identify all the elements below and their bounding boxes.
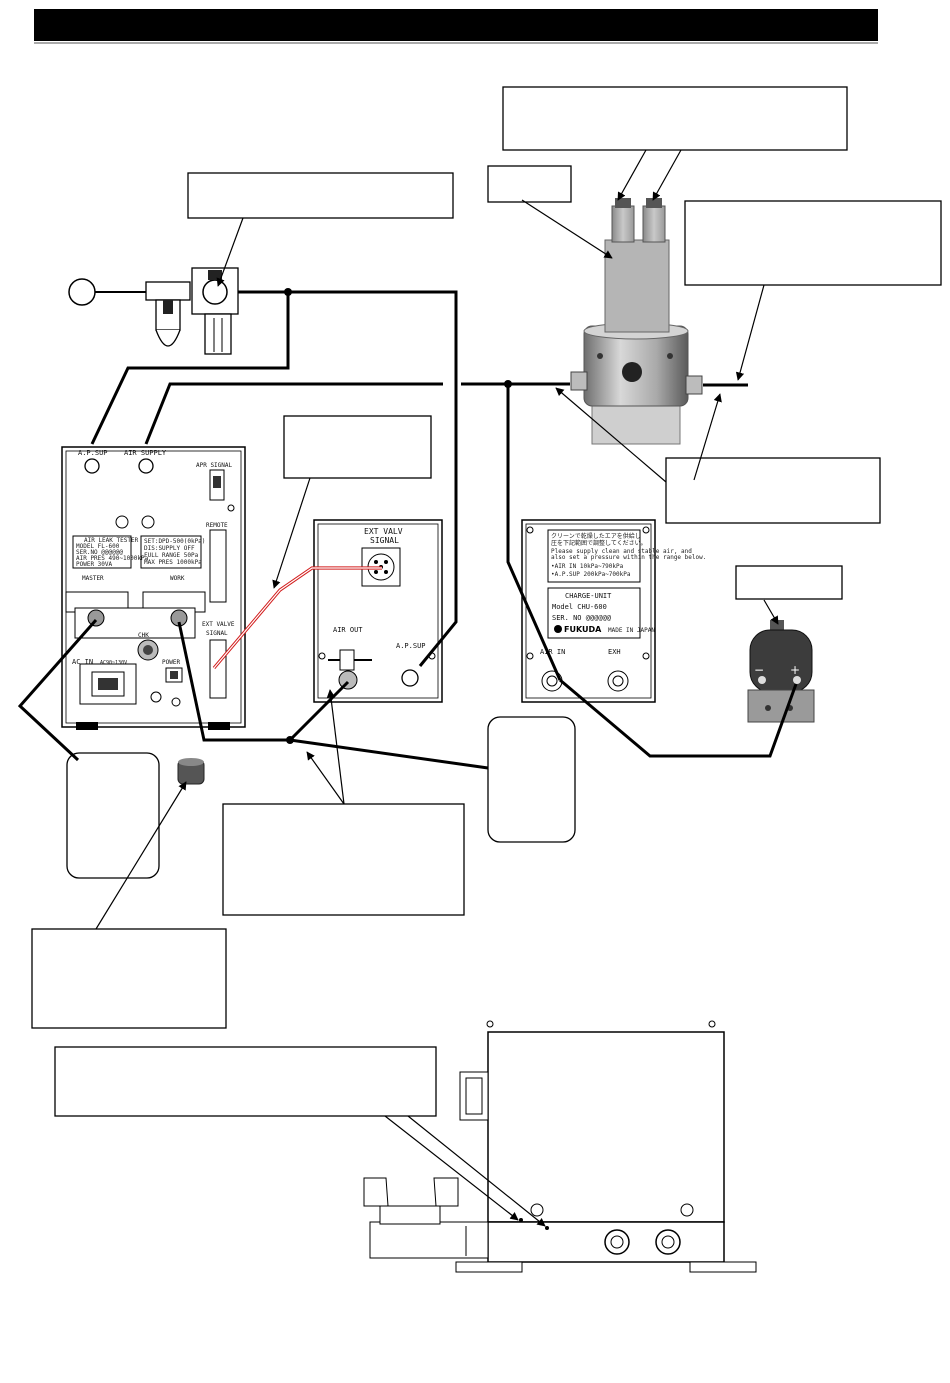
ext-valve-box xyxy=(313,519,443,703)
ap-sup-label: A.P.SUP xyxy=(78,449,108,457)
leak-tester-panel xyxy=(61,446,246,730)
charge-unit-box xyxy=(521,519,656,703)
notice-line: also set a pressure within the range bel… xyxy=(551,554,706,561)
air-out-label: AIR OUT xyxy=(333,626,363,634)
callout-box-left-tall xyxy=(66,752,160,879)
valve-assembly xyxy=(570,198,703,445)
plate1-line: AIR LEAK TESTER xyxy=(84,537,139,544)
plate2-line: SET:DPD-500(0kPa) xyxy=(144,538,205,545)
callout-box-side-view xyxy=(54,1046,437,1117)
callout-box-ext-cable xyxy=(283,415,432,479)
remote-label: REMOTE xyxy=(206,522,228,529)
master-label: MASTER xyxy=(82,575,104,582)
ext-valv-signal: SIGNAL xyxy=(370,536,399,545)
fukuda-logo-icon xyxy=(554,625,562,633)
ext-valv-title: EXT VALV xyxy=(364,527,403,536)
plate1-line: MODEL FL-600 xyxy=(76,543,120,550)
tee-junction-supply xyxy=(284,288,292,296)
callout-box-valve xyxy=(487,165,572,203)
ext-valve-signal-label-2: SIGNAL xyxy=(206,630,228,637)
callout-box-sensor xyxy=(735,565,843,600)
ext-ap-sup-label: A.P.SUP xyxy=(396,642,426,650)
ext-valve-signal-cable xyxy=(212,566,382,670)
sensor-plus-label: + xyxy=(790,663,800,677)
tester-rating-plate: AIR LEAK TESTER MODEL FL-600 SER.NO @@@@… xyxy=(76,537,149,568)
protective-cap xyxy=(177,758,205,785)
plate2-line: FULL RANGE 50Pa xyxy=(144,552,199,559)
charge-unit-brand: FUKUDA xyxy=(564,625,602,634)
callout-box-work-side xyxy=(684,200,942,286)
air-source-symbol xyxy=(68,278,150,306)
tubing-lines xyxy=(17,290,798,770)
charge-unit-model: Model CHU-600 xyxy=(552,603,607,611)
tee-junction-out xyxy=(286,736,294,744)
plate2-line: DIS:SUPPLY OFF xyxy=(144,545,195,552)
apr-signal-label: APR SIGNAL xyxy=(196,462,233,469)
callout-box-fittings xyxy=(502,86,848,151)
air-regulator xyxy=(191,267,239,355)
plate1-line: POWER 30VA xyxy=(76,561,113,568)
notice-line: •AIR IN 10kPa~790kPa xyxy=(551,563,624,570)
air-filter xyxy=(145,281,191,347)
callout-box-regulator xyxy=(187,172,454,219)
ac-in-label: AC IN xyxy=(72,658,93,666)
callout-box-air-out xyxy=(222,803,465,916)
ac-range-label: AC90~130V xyxy=(100,660,127,666)
sensor-minus-label: − xyxy=(754,663,764,677)
callout-box-tubing xyxy=(665,457,881,524)
pressure-sensor xyxy=(747,620,815,723)
header-bar xyxy=(34,9,878,44)
notice-line: 圧を下記範囲で調整してください。 xyxy=(551,539,647,547)
charge-unit-notice: クリーンで乾燥したエアを供給し 圧を下記範囲で調整してください。 Please … xyxy=(551,532,706,578)
tester-info-plate: SET:DPD-500(0kPa) DIS:SUPPLY OFF FULL RA… xyxy=(144,538,205,566)
charge-unit-serial: SER. NO @@@@@@ xyxy=(552,614,612,622)
plate1-line: SER.NO @@@@@@ xyxy=(76,549,123,556)
leader-lines xyxy=(95,149,779,1227)
notice-line: •A.P.SUP 200kPa~700kPa xyxy=(551,571,631,578)
notice-line: Please supply clean and stable air, and xyxy=(551,548,692,555)
ext-valve-signal-label-1: EXT VALVE xyxy=(202,621,235,628)
callout-box-right-tall xyxy=(487,716,576,843)
tee-junction-work xyxy=(504,380,512,388)
chk-label: CHK xyxy=(138,632,149,639)
air-supply-label: AIR SUPPLY xyxy=(124,449,167,457)
charge-unit-made: MADE IN JAPAN xyxy=(608,627,655,634)
callout-box-cap xyxy=(31,928,227,1029)
exh-label: EXH xyxy=(608,648,621,656)
side-view-unit xyxy=(363,1020,757,1273)
air-in-label: AIR IN xyxy=(540,648,565,656)
plate2-line: MAX PRES 1000kPa xyxy=(144,559,202,566)
charge-unit-name: CHARGE-UNIT xyxy=(565,592,612,600)
work-label: WORK xyxy=(170,575,185,582)
power-label: POWER xyxy=(162,659,180,666)
plate1-line: AIR PRES 490~1000kPa xyxy=(76,555,149,562)
notice-line: クリーンで乾燥したエアを供給し xyxy=(551,532,641,540)
